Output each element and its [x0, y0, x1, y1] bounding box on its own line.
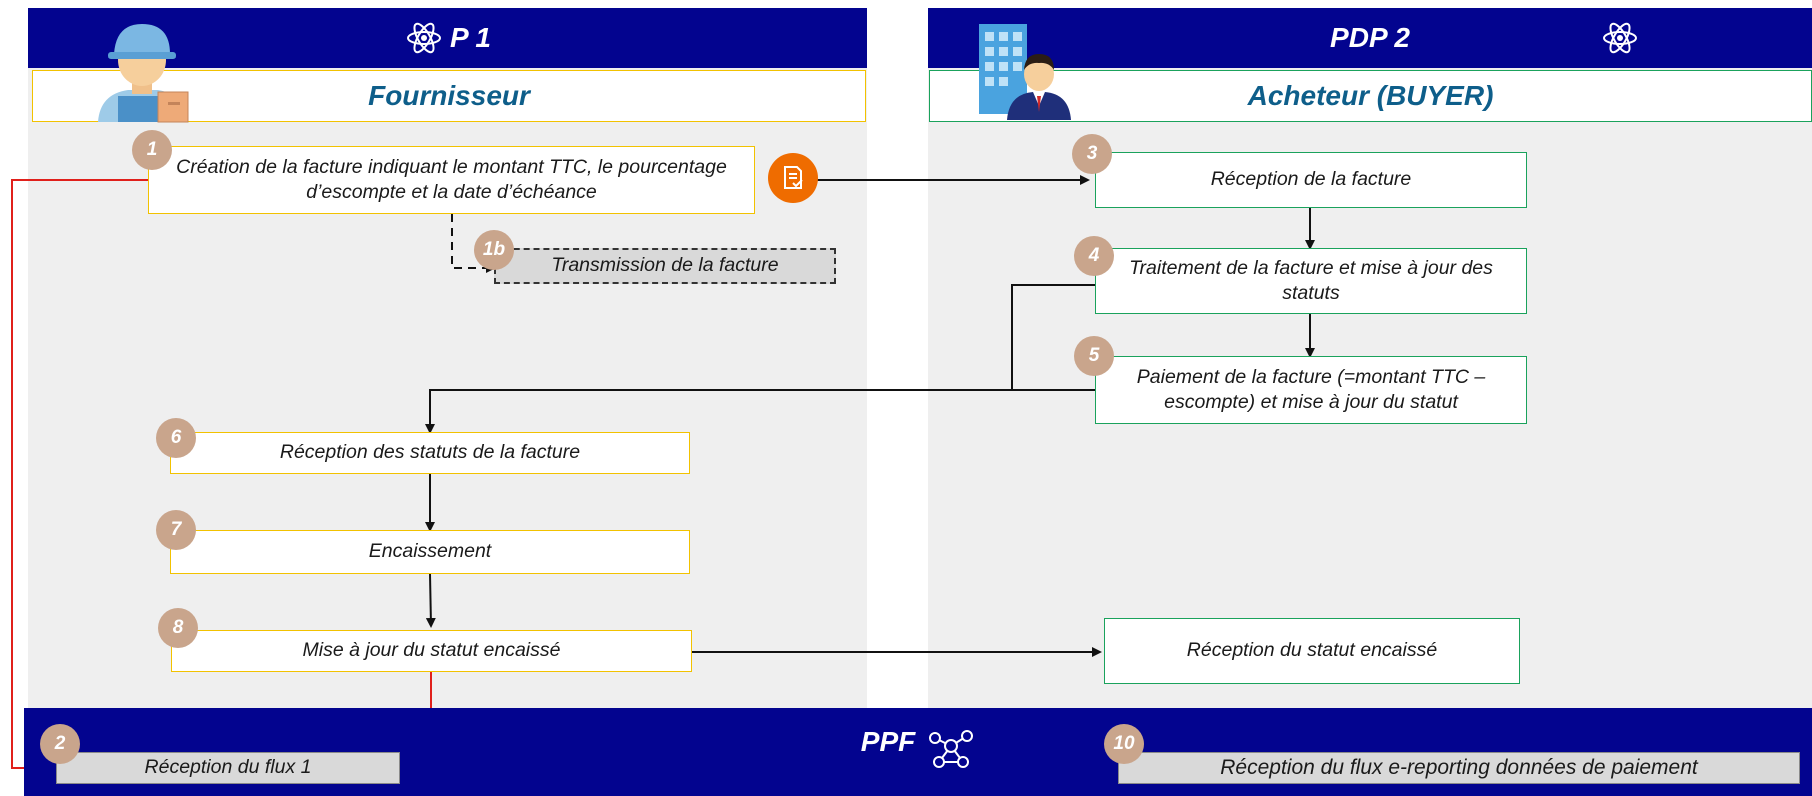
- step-6-text: Réception des statuts de la facture: [279, 441, 581, 464]
- step-5-text: Paiement de la facture (=montant TTC – e…: [1136, 365, 1486, 413]
- step-8-badge: 8: [158, 608, 198, 648]
- step-1b-box: Transmission de la facture: [494, 248, 836, 284]
- step-8-text: Mise à jour du statut encaissé: [302, 639, 561, 662]
- delivery-person-icon: [98, 24, 189, 123]
- step-4-box: Traitement de la facture et mise à jour …: [1095, 248, 1527, 314]
- step-4-text: Traitement de la facture et mise à jour …: [1129, 256, 1493, 304]
- step-3-text: Réception de la facture: [1210, 168, 1412, 191]
- step-7-badge: 7: [156, 510, 196, 550]
- step-1-box: Création de la facture indiquant le mont…: [148, 146, 755, 214]
- ppf-title: PPF: [860, 726, 916, 757]
- step-7-text: Encaissement: [368, 540, 492, 563]
- step-3-badge: 3: [1072, 134, 1112, 174]
- businessman-building-icon: [979, 24, 1071, 120]
- step-2-box: Réception du flux 1: [56, 752, 400, 784]
- step-9-box: Réception du statut encaissé: [1104, 618, 1520, 684]
- step-1-text: Création de la facture indiquant le mont…: [176, 155, 727, 203]
- step-1b-text: Transmission de la facture: [551, 254, 779, 277]
- step-10-badge: 10: [1104, 724, 1144, 764]
- step-10-box: Réception du flux e-reporting données de…: [1118, 752, 1800, 784]
- step-3-box: Réception de la facture: [1095, 152, 1527, 208]
- step-2-badge: 2: [40, 724, 80, 764]
- atom-icon: [407, 22, 441, 54]
- buyer-lane-header: PDP 2: [928, 8, 1812, 68]
- step-4-badge: 4: [1074, 236, 1114, 276]
- step-5-box: Paiement de la facture (=montant TTC – e…: [1095, 356, 1527, 424]
- buyer-lane-title: PDP 2: [1330, 22, 1410, 53]
- step-7-box: Encaissement: [170, 530, 690, 574]
- step-1b-badge: 1b: [474, 230, 514, 270]
- supplier-lane-title: P 1: [450, 22, 491, 53]
- step-5-badge: 5: [1074, 336, 1114, 376]
- buyer-role-label: Acheteur (BUYER): [929, 70, 1812, 122]
- step-6-box: Réception des statuts de la facture: [170, 432, 690, 474]
- step-9-text: Réception du statut encaissé: [1186, 639, 1438, 662]
- step-8-box: Mise à jour du statut encaissé: [171, 630, 692, 672]
- network-icon: [929, 730, 974, 768]
- atom-icon: [1603, 22, 1637, 54]
- step-2-text: Réception du flux 1: [144, 756, 312, 779]
- buyer-role-text: Acheteur (BUYER): [1247, 80, 1494, 111]
- step-10-text: Réception du flux e-reporting données de…: [1220, 756, 1698, 780]
- step-6-badge: 6: [156, 418, 196, 458]
- invoice-check-icon: [768, 153, 818, 203]
- supplier-role-text: Fournisseur: [368, 80, 530, 111]
- step-1-badge: 1: [132, 130, 172, 170]
